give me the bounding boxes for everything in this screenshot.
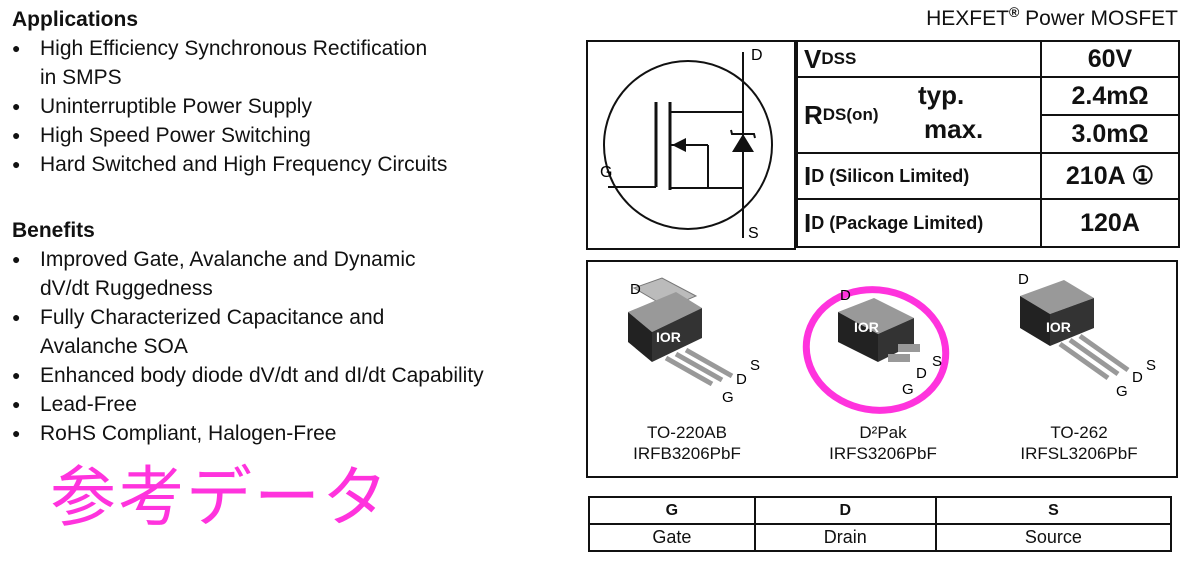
list-item: High Speed Power Switching (12, 121, 572, 150)
page-title: HEXFET® Power MOSFET (926, 4, 1178, 30)
part-number: IRFB3206PbF (633, 444, 741, 463)
svg-text:S: S (1146, 357, 1156, 374)
package-name: TO-262 (1050, 423, 1108, 442)
svg-text:G: G (902, 381, 914, 398)
to262-package-icon: IOR D G D S (1018, 271, 1156, 400)
list-item: Avalanche SOA (40, 335, 188, 358)
package-box: IOR D G D S TO-220AB IRFB3206PbF IOR D G … (586, 260, 1178, 478)
pin-table: G D S Gate Drain Source (588, 496, 1173, 552)
svg-text:D: D (1018, 271, 1029, 288)
list-item: Improved Gate, Avalanche and Dynamic (12, 245, 572, 274)
symbol-label-g: G (600, 164, 612, 181)
part-number: IRFSL3206PbF (1020, 444, 1138, 463)
benefits-heading: Benefits (12, 219, 95, 242)
max-label: max. (924, 114, 984, 144)
mosfet-symbol-icon: D G S (600, 47, 773, 242)
list-item: Hard Switched and High Frequency Circuit… (12, 150, 572, 179)
pin-name: Source (934, 523, 1173, 552)
benefits-list: Improved Gate, Avalanche and Dynamic dV/… (12, 245, 572, 448)
rds-typ-value: 2.4mΩ (1042, 78, 1178, 116)
pin-symbol: D (753, 496, 937, 525)
svg-text:S: S (932, 353, 942, 370)
list-item: RoHS Compliant, Halogen-Free (12, 419, 572, 448)
pin-symbol: G (588, 496, 756, 525)
mosfet-symbol-box: D G S (586, 40, 796, 250)
pin-name: Gate (588, 523, 756, 552)
handwritten-annotation: 参考データ (50, 459, 390, 536)
applications-list: High Efficiency Synchronous Rectificatio… (12, 34, 572, 179)
svg-text:IOR: IOR (656, 329, 681, 345)
svg-text:D: D (630, 281, 641, 298)
list-item: Uninterruptible Power Supply (12, 92, 572, 121)
left-column: Applications High Efficiency Synchronous… (12, 8, 572, 448)
svg-text:D: D (736, 371, 747, 388)
svg-text:IOR: IOR (854, 319, 879, 335)
svg-text:D: D (840, 287, 851, 304)
table-row: Gate Drain Source (588, 523, 1173, 552)
svg-text:D: D (916, 365, 927, 382)
applications-heading: Applications (12, 8, 139, 31)
part-number: IRFS3206PbF (829, 444, 937, 463)
package-name: TO-220AB (646, 423, 727, 442)
table-row: G D S (588, 496, 1173, 525)
package-to220: IOR D G D S TO-220AB IRFB3206PbF (592, 262, 782, 476)
id-silicon-value: 210A ① (1065, 162, 1155, 190)
symbol-label-d: D (751, 47, 763, 64)
symbol-label-s: S (748, 225, 759, 242)
to220-package-icon: IOR D G D S (628, 277, 760, 406)
svg-text:IOR: IOR (1046, 319, 1071, 335)
list-item: Fully Characterized Capacitance and (12, 303, 572, 332)
package-name: D²Pak (859, 423, 907, 442)
typ-label: typ. (918, 80, 965, 110)
list-item: High Efficiency Synchronous Rectificatio… (12, 34, 572, 63)
svg-text:S: S (750, 357, 760, 374)
svg-text:G: G (1116, 383, 1128, 400)
rds-max-value: 3.0mΩ (1071, 119, 1149, 148)
list-item: dV/dt Ruggedness (40, 277, 213, 300)
list-item: Lead-Free (12, 390, 572, 419)
pin-symbol: S (934, 496, 1173, 525)
svg-text:G: G (722, 389, 734, 406)
benefits-section: Benefits Improved Gate, Avalanche and Dy… (12, 219, 572, 448)
vdss-value: 60V (1087, 44, 1133, 73)
d2pak-package-icon: IOR D G D S (802, 286, 950, 414)
list-item: Enhanced body diode dV/dt and dI/dt Capa… (12, 361, 572, 390)
id-package-value: 120A (1080, 208, 1140, 237)
svg-text:D: D (1132, 369, 1143, 386)
list-item: in SMPS (40, 66, 122, 89)
pin-name: Drain (753, 523, 937, 552)
